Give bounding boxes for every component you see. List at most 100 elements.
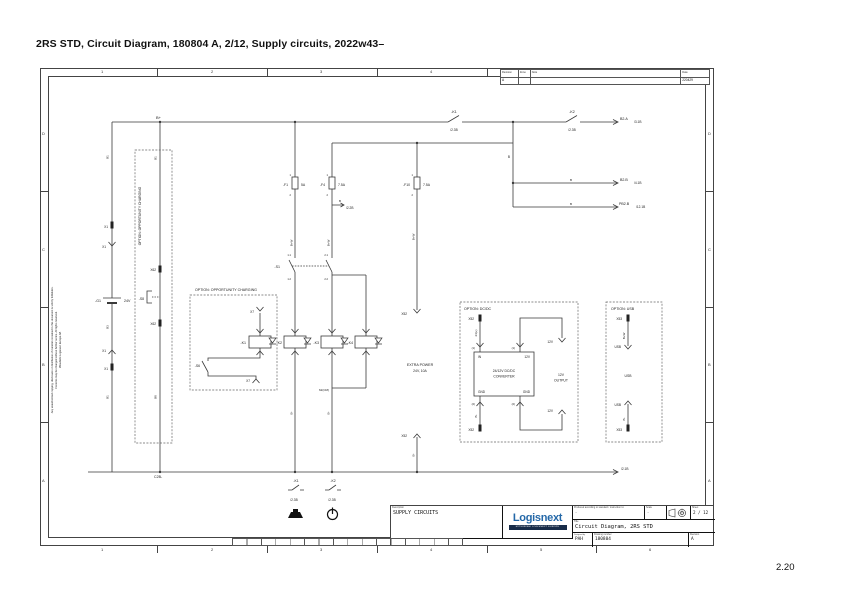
dcdc-term-12v: 12V (524, 355, 531, 359)
connector-icon (108, 349, 116, 355)
zone-tick (40, 191, 48, 192)
pin-icon (158, 265, 162, 273)
page-number: 2.20 (776, 562, 795, 573)
designed-by-value: PAH (575, 536, 583, 542)
legend-contact-k1-label: -K1 (293, 479, 298, 483)
contact-k2-ref: /2.3B (568, 128, 575, 132)
fuse-f4-label: -F4 (320, 183, 325, 187)
fuse-f1-label: -F1 (283, 183, 288, 187)
bottom-bus-label: C2B- (154, 475, 163, 479)
title-label: Title (574, 520, 579, 523)
wire-label: B+W (622, 333, 626, 340)
pin-label: (2) (472, 402, 475, 406)
zone-tick (487, 546, 488, 553)
connector-icon (476, 342, 524, 348)
wire-label: B1 (106, 395, 110, 399)
zone-row-label: C (708, 247, 711, 252)
battery-label: -G1 (95, 299, 101, 303)
crossref-sheet: /4.1B (634, 181, 641, 185)
terminal-number: 2 (327, 193, 329, 197)
relay-k1-label: -K1 (240, 341, 246, 345)
connector-icon (108, 241, 116, 247)
zone-col-label: 1 (101, 69, 104, 74)
contact-k1-ref: /2.3B (450, 128, 457, 132)
connector-label: X62 (150, 268, 156, 272)
crossref-name: B2.B (620, 178, 628, 182)
junction-dots (158, 120, 515, 474)
diode-icon (340, 337, 349, 345)
dcdc-option-box (459, 301, 579, 443)
note-value (531, 77, 682, 84)
connector-icon (624, 344, 632, 406)
zone-tick (377, 546, 378, 553)
wires (88, 115, 629, 491)
left-option-box (134, 149, 173, 444)
component-bodies (248, 176, 535, 397)
sheet-value: 2 / 12 (693, 510, 709, 516)
zone-col-label: 6 (649, 547, 652, 552)
wire-label: B+W (412, 234, 416, 241)
revision-header: Revision (501, 70, 519, 77)
option-boxes (134, 149, 663, 444)
cm-wire-label: 62(CM) (319, 388, 329, 392)
projection-icon (668, 508, 687, 518)
terminal-number: 2 (412, 193, 414, 197)
terminal-number: 2.2 (324, 277, 328, 281)
scale-value: - (647, 510, 650, 515)
description-value: SUPPLY CIRCUITS (393, 510, 439, 517)
connector-chevrons (108, 241, 632, 439)
zone-header: Zone (519, 70, 531, 77)
connector-icon (413, 433, 421, 439)
fuse-f10-body (413, 176, 421, 190)
battery-voltage: 24V (124, 299, 131, 303)
relay-coil-k2-body (283, 335, 307, 349)
fuse-f1-body (291, 176, 299, 190)
connector-label: X1 (102, 349, 106, 353)
wire-label: B- (412, 453, 416, 456)
sheet-cell: Sheet 2 / 12 (691, 506, 715, 520)
legend-contact-k1-ref: /2.3B (290, 498, 297, 502)
diode-icon (268, 337, 277, 345)
socket-label: 12V (547, 340, 554, 344)
dcdc-converter-body (473, 351, 535, 397)
terminal-number: 1 (412, 173, 414, 177)
sheet-label: Sheet (692, 506, 699, 509)
extra-power-rating: 24V, 10A (413, 369, 427, 373)
title-cell: Title Circuit Diagram, 2RS STD (573, 520, 715, 533)
designed-by-label: Designed by (574, 533, 586, 536)
drawing-number-label: Drawing number (594, 533, 612, 536)
relay-coil-k4-body (354, 335, 378, 349)
zone-tick (487, 68, 488, 76)
power-icon (326, 507, 339, 521)
contact-k1-label: -K1 (451, 110, 457, 114)
wire-label: B- (327, 411, 331, 414)
left-option-title: OPTION: OPPORTUNITY CHARGING (138, 186, 142, 245)
connector-pins (110, 221, 630, 432)
zone-row-label: A (42, 478, 45, 483)
coil-diodes (268, 337, 383, 345)
wire-label: B+W (327, 240, 331, 247)
zone-tick (377, 68, 378, 76)
wire-label: B1 (106, 155, 110, 159)
relay-k3-label: -K3 (313, 341, 319, 345)
terminal-number: 1.1 (287, 253, 291, 257)
revision-cell: Revision A (689, 533, 715, 547)
zone-row-label: B (42, 362, 45, 367)
connector-label: X62 (150, 322, 156, 326)
fuse-f4-rating: 7.5A (338, 183, 346, 187)
relay-coil-k1-body (248, 335, 272, 349)
logisnext-logo-subtext: MITSUBISHI LOGISNEXT EUROPE (508, 525, 567, 530)
dcdc-term-gnd: GND (523, 390, 531, 394)
connector-icon (476, 401, 524, 407)
contact-k2-label: -K2 (569, 110, 575, 114)
description-cell: Description SUPPLY CIRCUITS (391, 506, 503, 539)
revision-table-header: Revision Zone Note Date (501, 70, 709, 78)
usb-option-box (605, 301, 663, 443)
date-value: 220429 (682, 78, 693, 82)
zone-tick (596, 546, 597, 553)
revision-label: Revision (690, 533, 700, 536)
terminal-number: 1 (327, 173, 329, 177)
relay-coil-k3-body (320, 335, 344, 349)
connector-icon (328, 328, 336, 356)
